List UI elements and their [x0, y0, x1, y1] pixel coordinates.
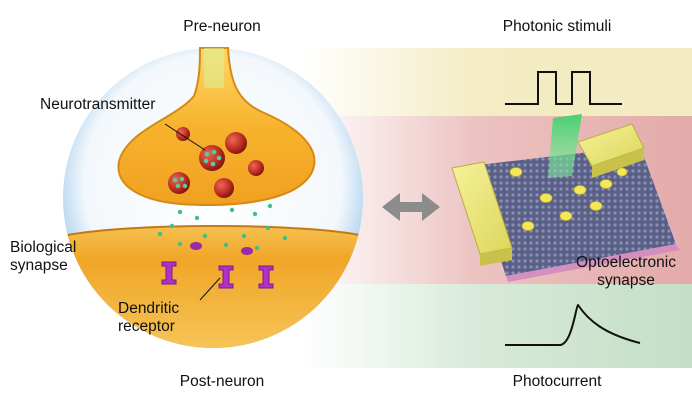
biological-synapse-line2: synapse: [10, 257, 76, 275]
dendritic-receptor-line1: Dendritic: [118, 300, 179, 318]
vesicle-neurotransmitter: [168, 172, 190, 194]
dendritic-receptor-label: Dendritic receptor: [118, 300, 179, 336]
vesicle: [225, 132, 247, 154]
pre-neuron-label: Pre-neuron: [183, 18, 261, 36]
biological-synapse-label: Biological synapse: [10, 239, 76, 275]
optoelectronic-synapse-label: Optoelectronic synapse: [576, 254, 676, 290]
vesicle: [248, 160, 264, 176]
photonic-stimuli-label: Photonic stimuli: [503, 18, 612, 36]
photocurrent-label: Photocurrent: [513, 373, 602, 391]
dendritic-receptor-line2: receptor: [118, 318, 179, 336]
neurotransmitter-label: Neurotransmitter: [40, 96, 155, 114]
optoelectronic-synapse-line2: synapse: [576, 272, 676, 290]
post-neuron-label: Post-neuron: [180, 373, 264, 391]
axon-highlight: [204, 48, 224, 88]
band-photocurrent: [300, 284, 692, 368]
vesicle: [214, 178, 234, 198]
biological-synapse-line1: Biological: [10, 239, 76, 257]
band-photonic-stimuli: [300, 48, 692, 116]
optoelectronic-synapse-line1: Optoelectronic: [576, 254, 676, 272]
